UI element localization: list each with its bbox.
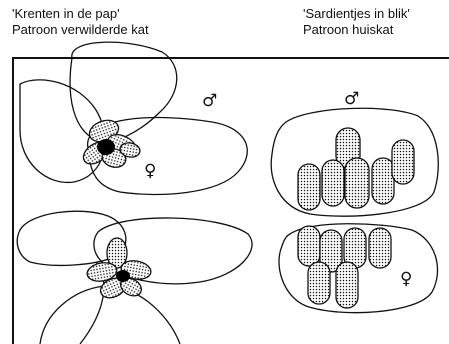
nest-core [116, 270, 130, 282]
female-symbol-right: ♀ [400, 269, 412, 289]
nest-core [97, 139, 115, 155]
core-area-upper [79, 116, 141, 169]
male-symbol-right: ♂ [344, 89, 359, 109]
male-individual-ranges [298, 128, 414, 210]
feral-pattern-panel [17, 42, 252, 344]
housecat-pattern-panel [271, 108, 438, 312]
male-symbol-left: ♂ [202, 91, 217, 111]
core-area-lower [86, 238, 153, 302]
female-individual-ranges [298, 226, 391, 308]
female-symbol-left: ♀ [144, 161, 156, 181]
